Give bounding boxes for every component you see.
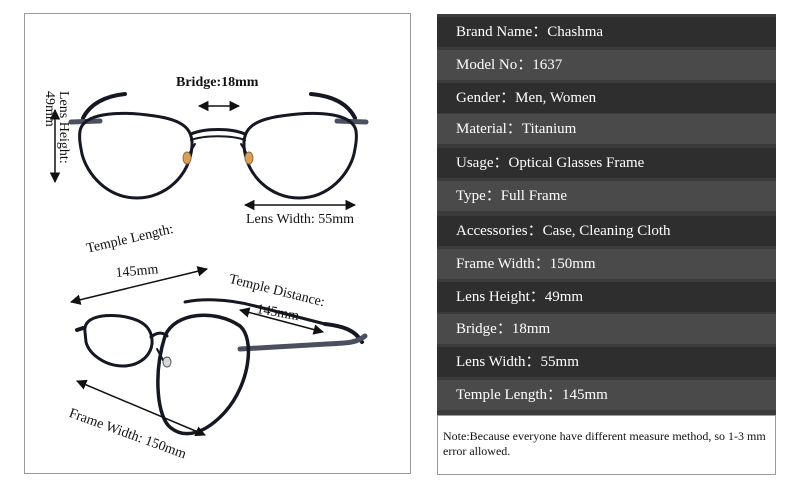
bridge-label: Bridge:18mm <box>176 75 259 90</box>
spec-row-bridge: Bridge：18mm <box>437 314 776 344</box>
spec-row-model: Model No：1637 <box>437 50 776 80</box>
spec-table: Brand Name：Chashma Model No：1637 Gender：… <box>437 14 776 475</box>
lens-width-label: Lens Width: 55mm <box>246 212 355 227</box>
spec-row-temple-length: Temple Length：145mm <box>437 380 776 410</box>
spec-row-usage: Usage：Optical Glasses Frame <box>437 148 776 178</box>
product-image-panel: Bridge:18mm Lens Height: 49mm Lens Width… <box>24 13 411 474</box>
front-view-glasses <box>68 92 369 200</box>
angled-view-glasses <box>75 298 368 436</box>
spec-row-lens-height: Lens Height：49mm <box>437 282 776 312</box>
spec-row-accessories: Accessories：Case, Cleaning Cloth <box>437 216 776 246</box>
spec-row-frame-width: Frame Width：150mm <box>437 249 776 279</box>
spec-row-gender: Gender：Men, Women <box>437 83 776 113</box>
lens-height-label: Lens Height: 49mm <box>42 91 71 164</box>
measurement-note: Note:Because everyone have different mea… <box>437 415 776 475</box>
spec-row-brand: Brand Name：Chashma <box>437 17 776 47</box>
spec-row-lens-width: Lens Width：55mm <box>437 347 776 377</box>
glasses-diagram <box>49 92 369 437</box>
spec-row-material: Material：Titanium <box>437 114 776 144</box>
spec-row-type: Type：Full Frame <box>437 181 776 211</box>
